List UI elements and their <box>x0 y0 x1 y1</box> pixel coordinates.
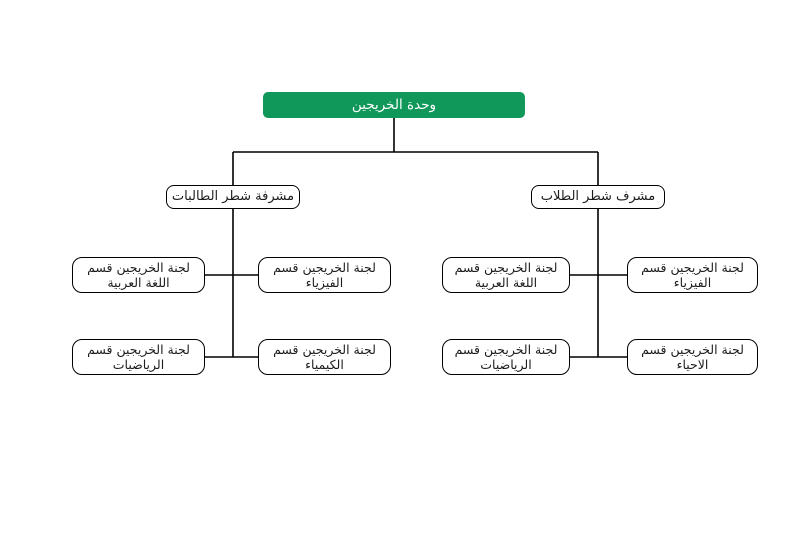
committee-box-female-physics: لجنة الخريجين قسم الفيزياء <box>258 257 391 293</box>
committee-box-male-arabic: لجنة الخريجين قسم اللغة العربية <box>442 257 570 293</box>
supervisor-label: مشرف شطر الطلاب <box>540 189 656 205</box>
committee-label: لجنة الخريجين قسم الفيزياء <box>641 259 744 290</box>
committee-box-male-biology: لجنة الخريجين قسم الاحياء <box>627 339 758 375</box>
committee-label: لجنة الخريجين قسم اللغة العربية <box>87 259 190 290</box>
committee-box-female-chemistry: لجنة الخريجين قسم الكيمياء <box>258 339 391 375</box>
committee-label: لجنة الخريجين قسم الاحياء <box>641 341 744 372</box>
committee-box-female-math: لجنة الخريجين قسم الرياضيات <box>72 339 205 375</box>
committee-label: لجنة الخريجين قسم الكيمياء <box>273 341 376 372</box>
committee-label: لجنة الخريجين قسم الفيزياء <box>273 259 376 290</box>
committee-label: لجنة الخريجين قسم اللغة العربية <box>454 259 558 290</box>
supervisor-box-male-section: مشرف شطر الطلاب <box>531 185 665 209</box>
committee-box-male-math: لجنة الخريجين قسم الرياضيات <box>442 339 570 375</box>
supervisor-label: مشرفة شطر الطالبات <box>171 189 295 205</box>
committee-label: لجنة الخريجين قسم الرياضيات <box>454 341 558 372</box>
root-box-graduates-unit: وحدة الخريجين <box>263 92 525 118</box>
committee-box-female-arabic: لجنة الخريجين قسم اللغة العربية <box>72 257 205 293</box>
root-box-label: وحدة الخريجين <box>351 96 437 113</box>
committee-box-male-physics: لجنة الخريجين قسم الفيزياء <box>627 257 758 293</box>
supervisor-box-female-section: مشرفة شطر الطالبات <box>166 185 300 209</box>
committee-label: لجنة الخريجين قسم الرياضيات <box>87 341 190 372</box>
